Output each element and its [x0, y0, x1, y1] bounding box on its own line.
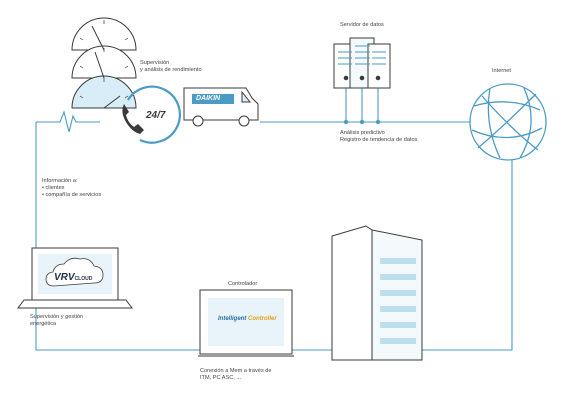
- info-label: Información a: • clientes • compañía de …: [42, 178, 101, 199]
- connection-label: Conexión a Mem a través de ITM, PC ASC, …: [200, 368, 272, 382]
- laptop-caption: Supervisión y gestión energética: [30, 314, 83, 328]
- analysis-label: Análisis predictivo Registro de tendenci…: [340, 130, 417, 144]
- connection-line-2: ITM, PC ASC, ...: [200, 375, 242, 381]
- hours-label: 24/7: [146, 110, 166, 121]
- controller-label: Controlador: [228, 281, 258, 287]
- controller-logo-part-1: Intelligent: [218, 316, 247, 322]
- info-line-3: • compañía de servicios: [42, 192, 102, 198]
- service-van-icon: [183, 87, 259, 127]
- connection-lines: [35, 88, 513, 351]
- supervision-label: Supervisión y análisis de rendimiento: [140, 60, 202, 74]
- laptop-icon: [17, 247, 133, 309]
- link-laptop-controller: [35, 302, 200, 351]
- laptop-caption-line-1: Supervisión y gestión: [30, 314, 84, 320]
- connection-line-1: Conexión a Mem a través de: [200, 368, 272, 374]
- controller-logo-part-2: Controller: [248, 316, 277, 322]
- laptop-logo-main: VRV: [54, 272, 75, 283]
- supervision-line-1: Supervisión: [140, 60, 170, 66]
- laptop-logo-small: CLOUD: [74, 276, 93, 282]
- phone-24-7-icon: [122, 85, 181, 144]
- supervision-line-2: y análisis de rendimiento: [140, 67, 202, 73]
- laptop-logo: VRVCLOUD: [54, 272, 92, 283]
- building-icon: [331, 225, 423, 361]
- server-icon: [333, 37, 391, 89]
- link-internet-building: [420, 160, 513, 351]
- controller-logo: Intelligent Controller: [218, 316, 277, 322]
- laptop-caption-line-2: energética: [30, 321, 57, 327]
- analysis-line-1: Análisis predictivo: [340, 130, 385, 136]
- info-line-2: • clientes: [42, 185, 65, 191]
- heartbeat-line: [36, 110, 100, 133]
- data-server-label: Servidor de datos: [340, 22, 384, 28]
- server-link-dots: [343, 119, 381, 125]
- gauge-icon: [71, 17, 137, 109]
- van-brand-logo: DAIKIN: [196, 95, 221, 102]
- controller-icon: [198, 289, 294, 357]
- analysis-line-2: Registro de tendencia de datos: [340, 137, 418, 143]
- globe-icon: [469, 83, 547, 161]
- link-server: [345, 88, 379, 122]
- info-line-1: Información a:: [42, 178, 78, 184]
- internet-label: Internet: [492, 68, 511, 74]
